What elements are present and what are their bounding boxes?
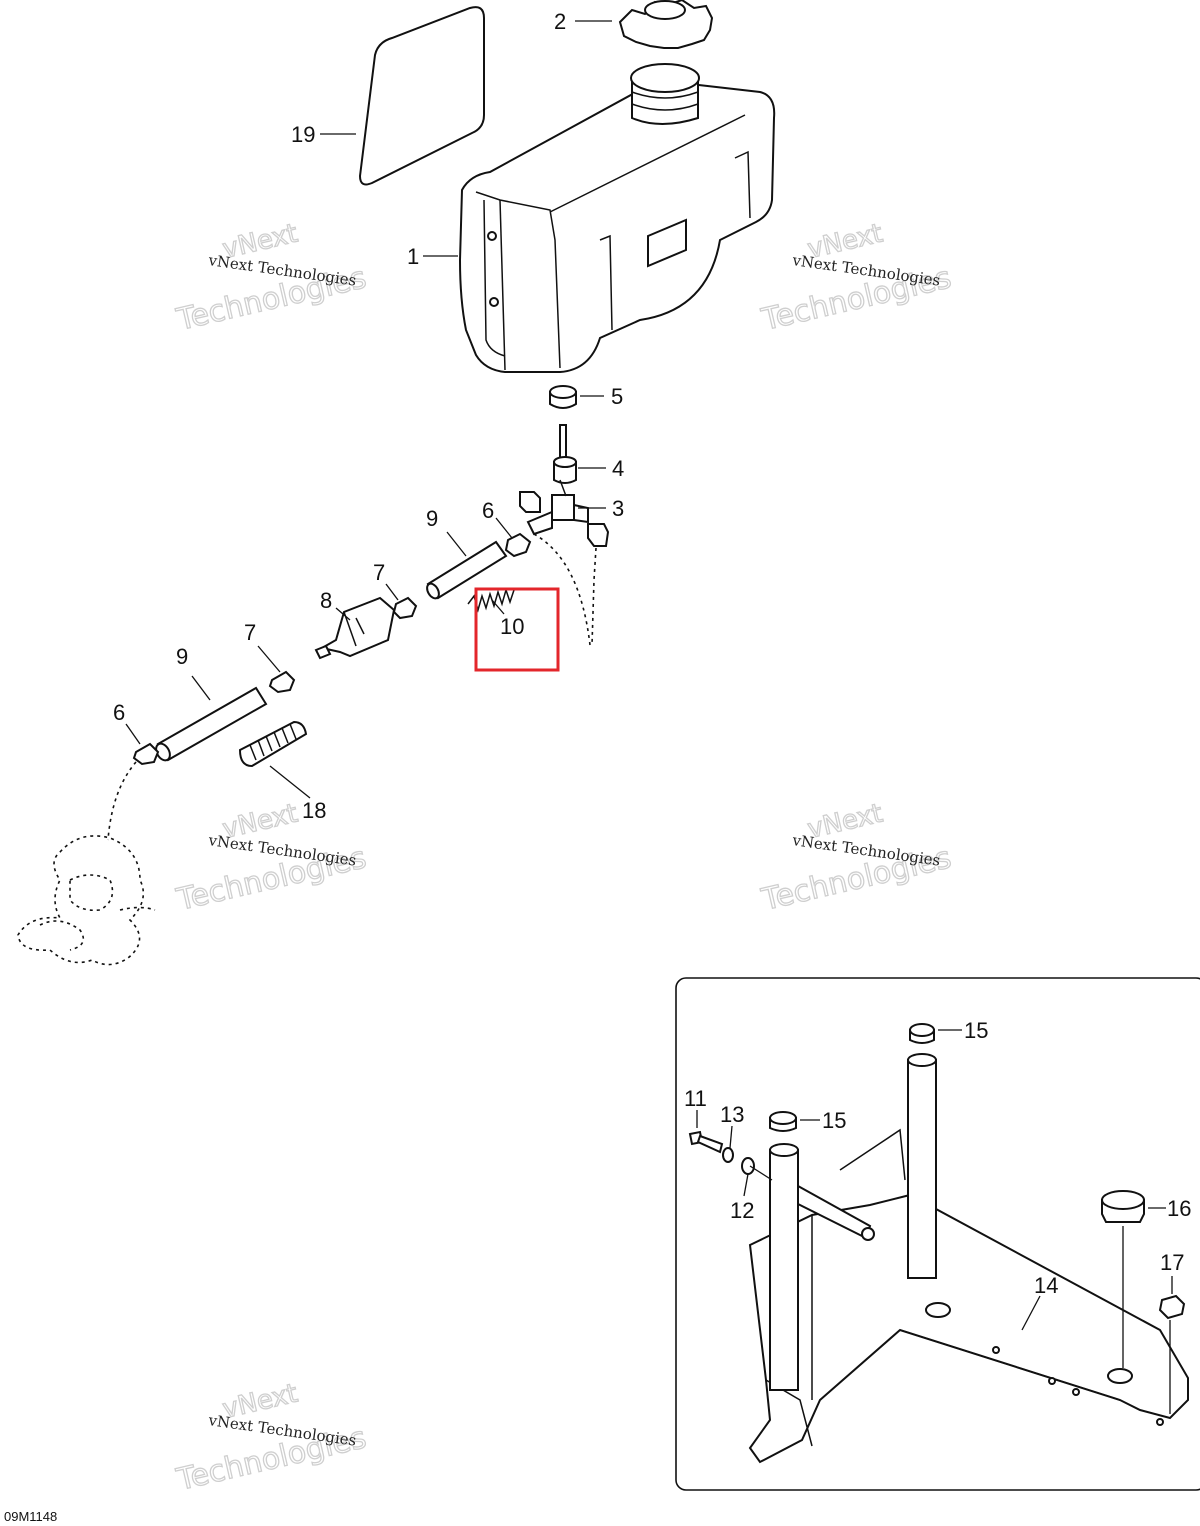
part-4-pickup	[553, 424, 606, 484]
callout-labels: 2 19 1 5 4 3 6 9 7 8 10 7 9 6 18 15 15 1…	[113, 9, 1191, 1298]
fuel-line-dashed	[17, 533, 597, 966]
callout-9-upper: 9	[426, 506, 438, 531]
part-9-hose-lower	[155, 675, 268, 762]
part-6-clamp-upper	[495, 517, 532, 558]
callout-15-upper: 15	[964, 1018, 988, 1043]
callout-7-upper: 7	[373, 560, 385, 585]
part-8-filter	[314, 596, 396, 660]
callout-17: 17	[1160, 1250, 1184, 1275]
callout-18: 18	[302, 798, 326, 823]
document-code: 09M1148	[4, 1509, 58, 1524]
callout-3: 3	[612, 496, 624, 521]
callout-14: 14	[1034, 1273, 1058, 1298]
inset-stand	[675, 977, 1200, 1491]
part-3-valve	[519, 479, 610, 547]
part-5-grommet	[549, 385, 604, 409]
callout-19: 19	[291, 122, 315, 147]
callout-7-lower: 7	[244, 620, 256, 645]
part-1-tank	[423, 63, 776, 373]
callout-12: 12	[730, 1198, 754, 1223]
callout-10: 10	[500, 614, 524, 639]
part-2-cap	[575, 0, 714, 49]
callout-8: 8	[320, 588, 332, 613]
callout-13: 13	[720, 1102, 744, 1127]
callout-11: 11	[684, 1086, 707, 1111]
part-18-sleeve	[238, 720, 311, 799]
callout-16: 16	[1167, 1196, 1191, 1221]
highlight-box-part-10	[474, 587, 560, 672]
callout-4: 4	[612, 456, 624, 481]
part-6-clamp-lower	[125, 723, 160, 766]
callout-2: 2	[554, 9, 566, 34]
part-9-hose-upper	[426, 531, 508, 600]
callout-6-upper: 6	[482, 498, 494, 523]
part-7-clamp-lower	[257, 645, 296, 694]
callout-9-lower: 9	[176, 644, 188, 669]
callout-15-lower: 15	[822, 1108, 846, 1133]
callout-5: 5	[611, 384, 623, 409]
part-19-decal	[320, 6, 485, 186]
callout-6-lower: 6	[113, 700, 125, 725]
callout-1: 1	[407, 244, 419, 269]
